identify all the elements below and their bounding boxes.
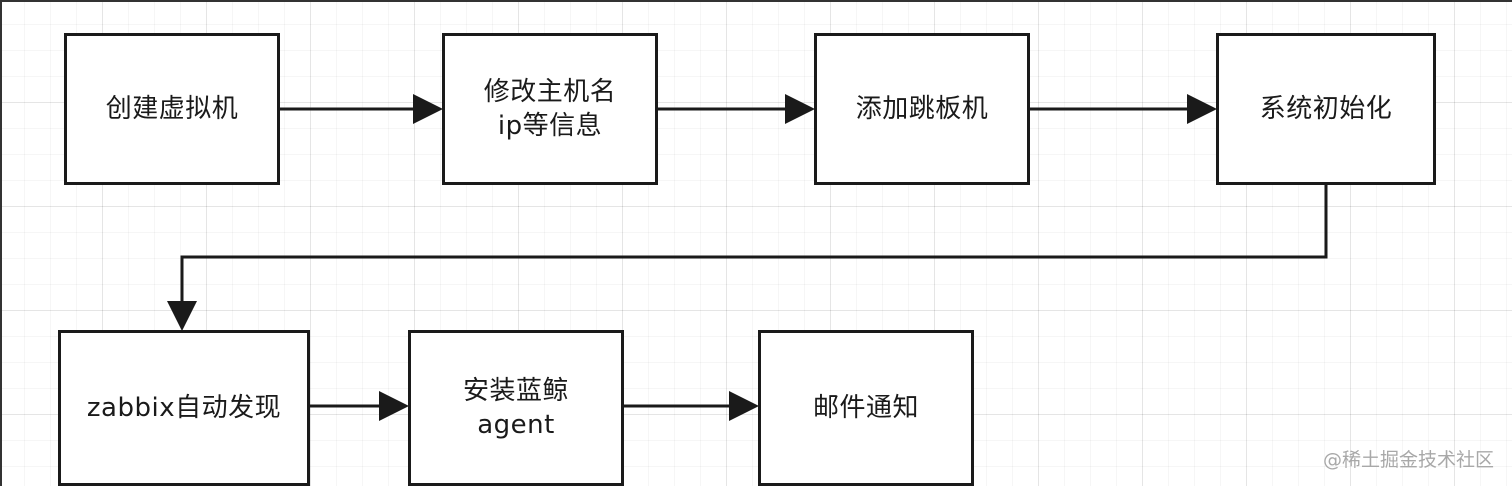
node-add-jump-host-label: 添加跳板机 <box>855 94 989 124</box>
node-email-notify-label: 邮件通知 <box>812 393 919 423</box>
node-zabbix-discovery-label: zabbix自动发现 <box>86 393 282 423</box>
node-zabbix-discovery[interactable]: zabbix自动发现 <box>58 330 310 486</box>
node-add-jump-host[interactable]: 添加跳板机 <box>814 33 1030 185</box>
node-modify-hostname-label-line1: 修改主机名 <box>483 77 617 107</box>
node-install-agent[interactable]: 安装蓝鲸 agent <box>408 330 624 486</box>
frame-border-left <box>0 0 2 486</box>
node-modify-hostname[interactable]: 修改主机名 ip等信息 <box>442 33 658 185</box>
node-install-agent-label-line1: 安装蓝鲸 <box>462 376 569 406</box>
node-install-agent-label-line2: agent <box>477 410 555 440</box>
watermark-text: @稀土掘金技术社区 <box>1322 449 1494 471</box>
node-system-init-label: 系统初始化 <box>1259 94 1393 124</box>
node-email-notify[interactable]: 邮件通知 <box>758 330 974 486</box>
frame-border-top <box>0 0 1512 2</box>
node-create-vm-label: 创建虚拟机 <box>105 94 239 124</box>
node-create-vm[interactable]: 创建虚拟机 <box>64 33 280 185</box>
node-modify-hostname-label-line2: ip等信息 <box>497 111 603 141</box>
node-system-init[interactable]: 系统初始化 <box>1216 33 1436 185</box>
edge-system-init-to-zabbix-discovery <box>167 184 1328 331</box>
